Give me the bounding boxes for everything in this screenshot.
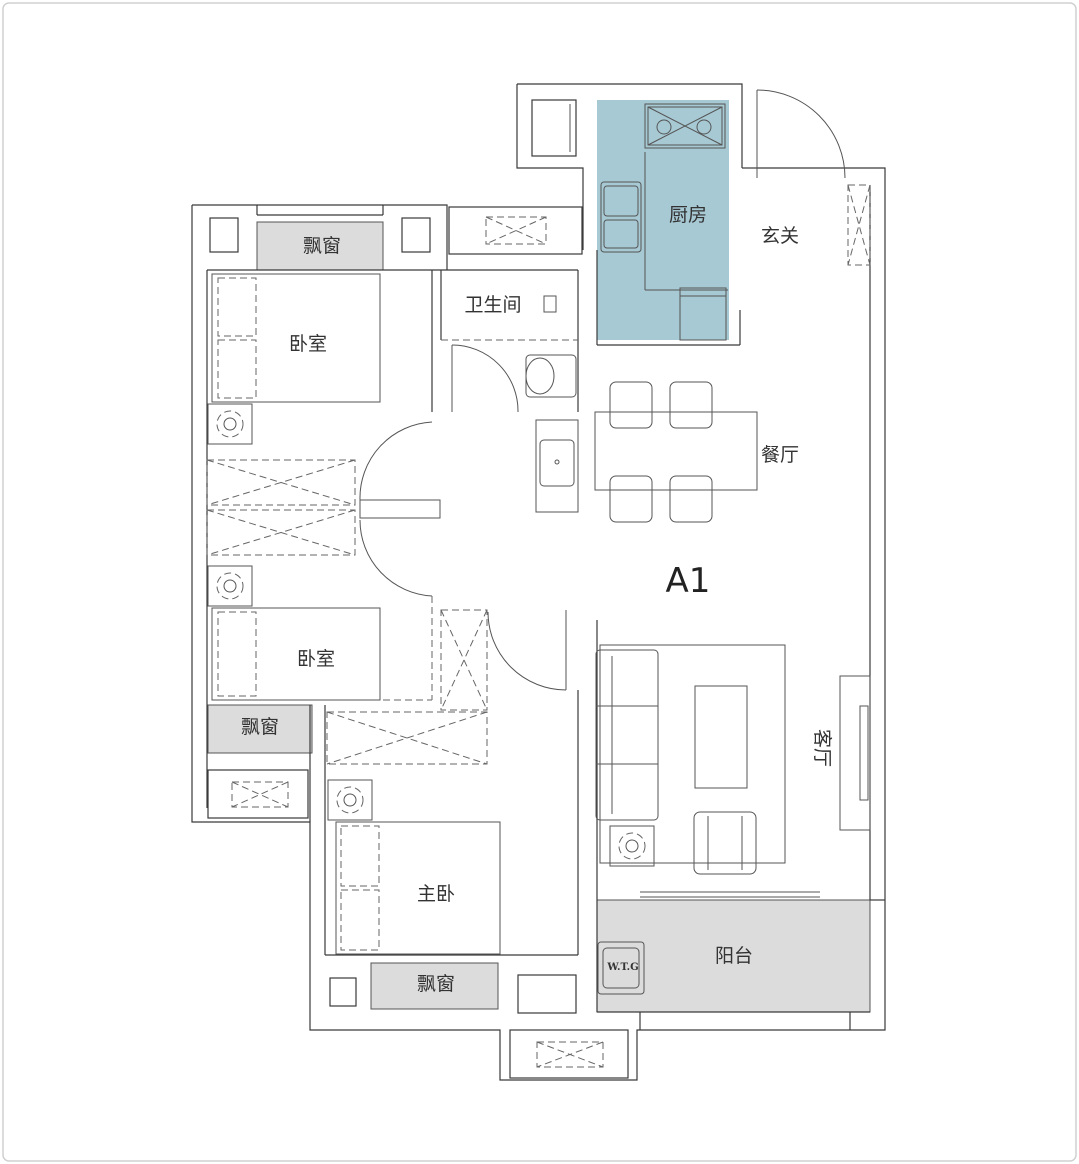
windows xyxy=(207,184,871,1079)
bay-window-label-top-left: 飘窗 xyxy=(303,235,341,257)
bathroom-fixtures xyxy=(525,295,579,513)
bay-window-label-bottom: 飘窗 xyxy=(417,973,455,995)
bay-window-bottom xyxy=(370,962,499,1010)
room-label-kitchen: 厨房 xyxy=(669,204,707,226)
bay-window-label-mid-left: 飘窗 xyxy=(241,716,279,738)
room-label-bedroom-mid: 卧室 xyxy=(297,648,335,670)
balcony-fixture xyxy=(597,941,645,995)
room-label-foyer: 玄关 xyxy=(761,225,799,247)
room-label-living: 客厅 xyxy=(811,729,833,767)
dining-set xyxy=(594,381,758,523)
bay-window-mid-left xyxy=(207,704,313,754)
living-set xyxy=(595,644,871,875)
room-label-bathroom: 卫生间 xyxy=(464,294,521,316)
bay-window-top-left xyxy=(256,221,384,271)
room-label-balcony: 阳台 xyxy=(715,945,753,967)
beds xyxy=(211,273,501,955)
fixture-label-wtg: W.T.G xyxy=(606,962,638,973)
room-label-dining: 餐厅 xyxy=(761,444,799,466)
room-label-master-bedroom: 主卧 xyxy=(417,883,455,905)
unit-type-label: A1 xyxy=(666,561,711,601)
kitchen-fixtures xyxy=(600,103,728,341)
lamps xyxy=(207,403,655,867)
columns xyxy=(209,99,577,1014)
room-label-bedroom-top: 卧室 xyxy=(289,333,327,355)
doors xyxy=(359,89,846,691)
wardrobes xyxy=(206,339,578,765)
